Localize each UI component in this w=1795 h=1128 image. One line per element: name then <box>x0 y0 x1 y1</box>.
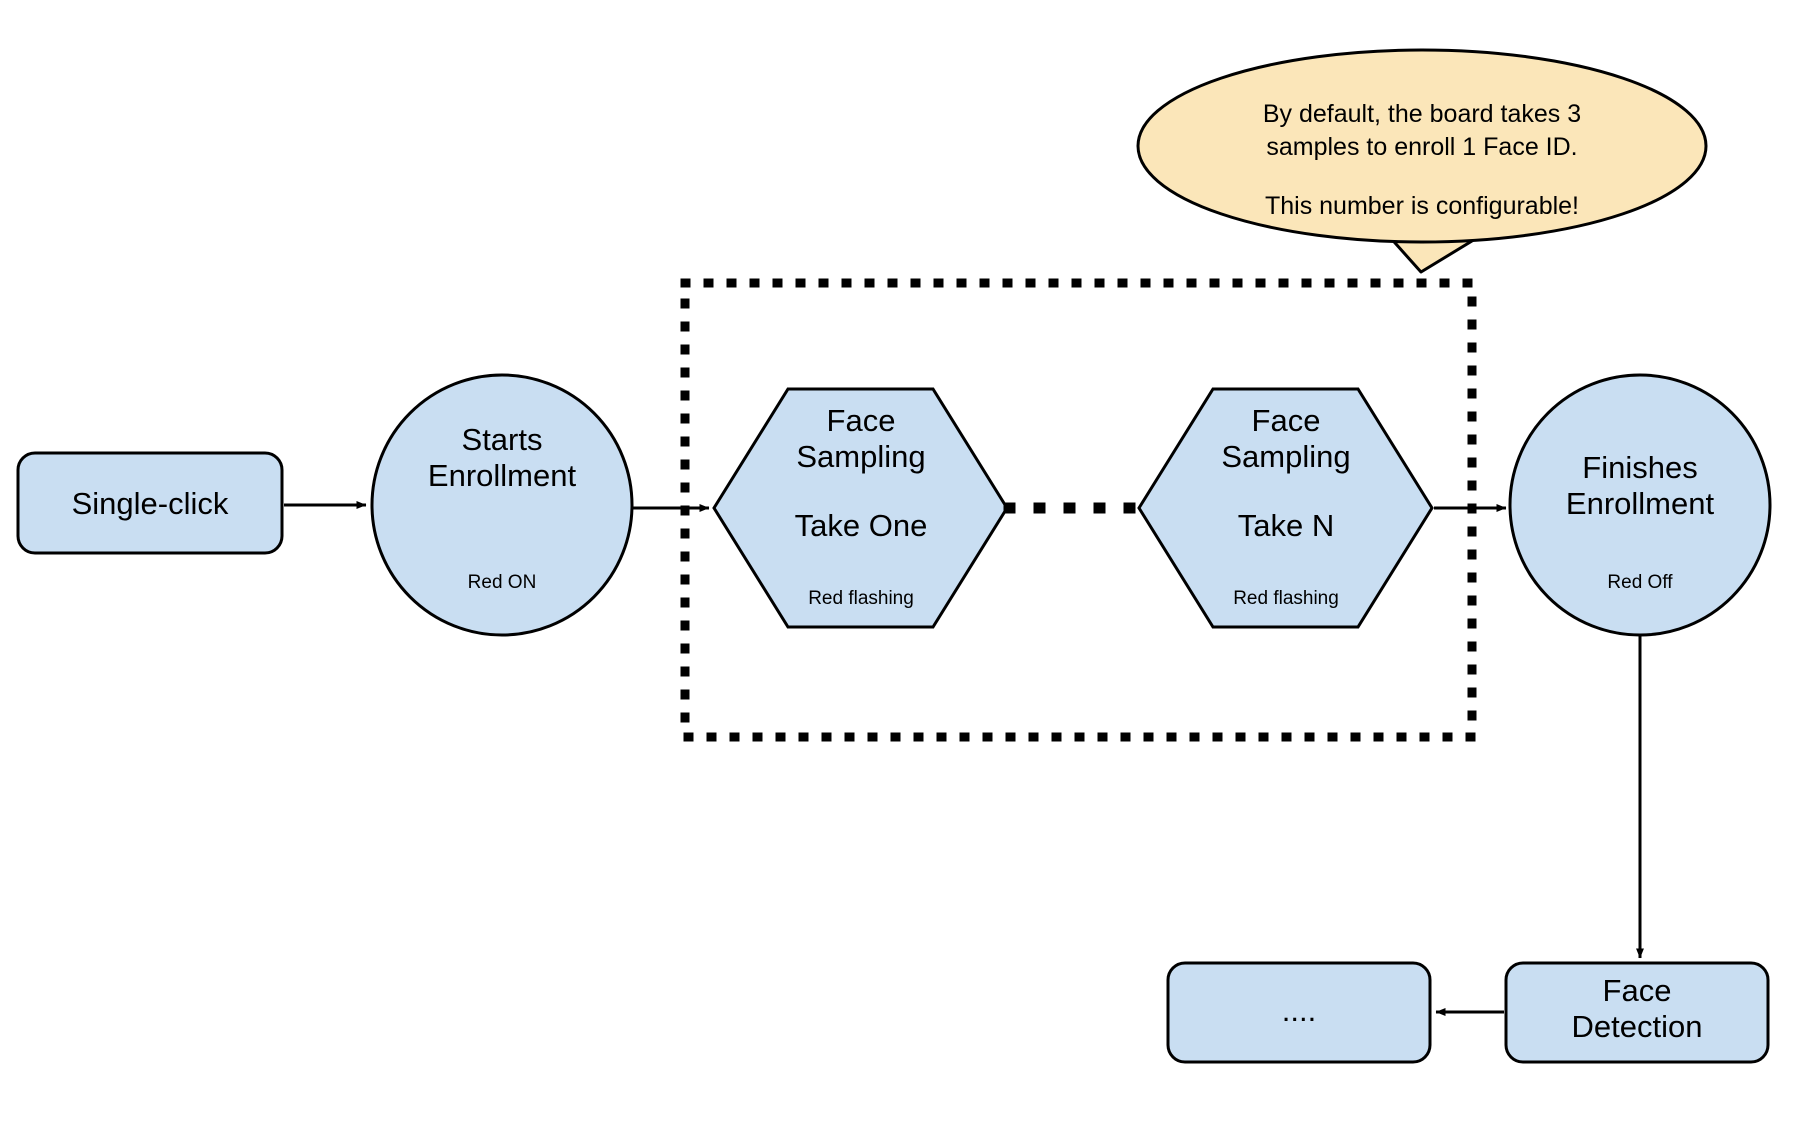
node-single-click-shape[interactable] <box>16 451 284 555</box>
node-face-sampling-n-shape[interactable] <box>1137 387 1434 629</box>
node-face-sampling-one-shape[interactable] <box>712 387 1009 629</box>
node-finishes-enrollment-shape[interactable] <box>1508 373 1772 637</box>
node-ellipsis-next-shape[interactable] <box>1166 961 1432 1064</box>
node-starts-enrollment-shape[interactable] <box>370 373 634 637</box>
callout-bubble <box>1136 48 1708 244</box>
node-face-detection-shape[interactable] <box>1504 961 1770 1064</box>
sampling-group-box <box>680 278 1477 742</box>
